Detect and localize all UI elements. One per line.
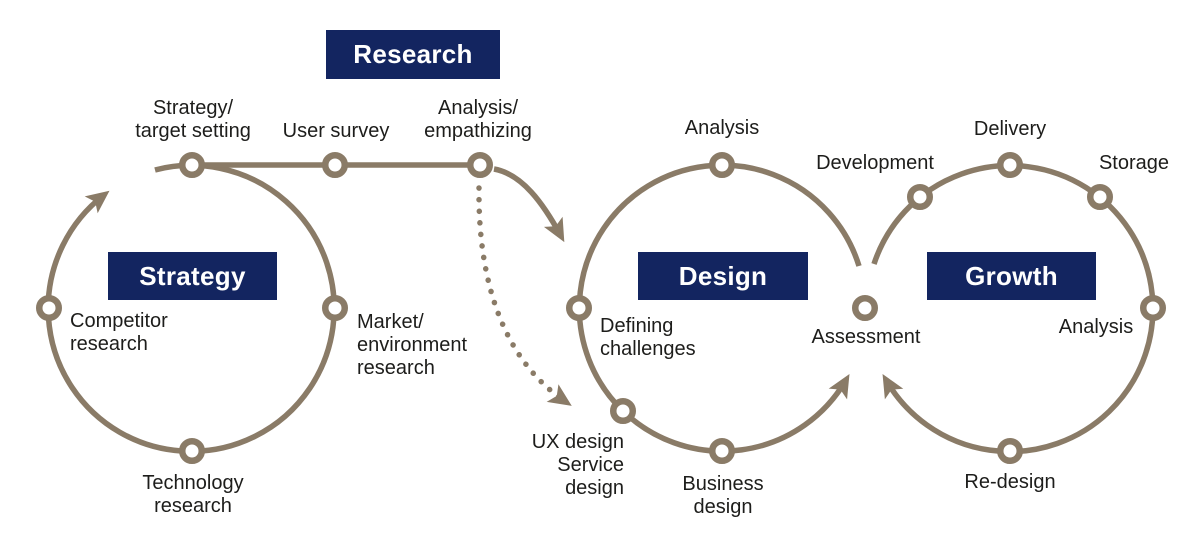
label-design-analysis: Analysis (684, 117, 760, 139)
node-growth-analysis (1140, 295, 1166, 321)
node-design-analysis (709, 152, 735, 178)
strategy-title-box: Strategy (108, 252, 277, 300)
node-technology-research (179, 438, 205, 464)
node-development (907, 184, 933, 210)
label-growth-analysis: Analysis (1058, 316, 1134, 338)
research-to-design-arrow (493, 166, 565, 243)
node-delivery (997, 152, 1023, 178)
label-ux-service-design: UX design Service design (531, 431, 624, 499)
strategy-cycle-arc (45, 162, 337, 455)
label-business-design: Business design (682, 473, 764, 518)
node-strategy-target-setting (179, 152, 205, 178)
node-user-survey (322, 152, 348, 178)
label-technology-research: Technology research (142, 472, 244, 517)
label-market-environment-research: Market/ environment research (357, 311, 468, 379)
node-analysis-empathizing (467, 152, 493, 178)
design-title-box: Design (638, 252, 808, 300)
label-development: Development (816, 152, 934, 174)
node-defining-challenges (566, 295, 592, 321)
empathizing-to-uxdesign-dotted-arrow (476, 185, 572, 406)
node-market-environment-research (322, 295, 348, 321)
label-storage: Storage (1098, 152, 1170, 174)
node-business-design (709, 438, 735, 464)
research-title-box: Research (326, 30, 500, 79)
growth-title-box: Growth (927, 252, 1096, 300)
growth-cycle-arc (871, 162, 1156, 455)
node-storage (1087, 184, 1113, 210)
node-group (36, 152, 1166, 464)
label-assessment: Assessment (811, 326, 921, 348)
node-ux-service-design (610, 398, 636, 424)
label-delivery: Delivery (973, 118, 1047, 140)
node-assessment (852, 295, 878, 321)
label-competitor-research: Competitor research (70, 310, 168, 355)
node-competitor-research (36, 295, 62, 321)
node-redesign (997, 438, 1023, 464)
design-cycle-arc (576, 162, 862, 454)
label-redesign: Re-design (964, 471, 1056, 493)
label-analysis-empathizing: Analysis/ empathizing (424, 97, 532, 142)
label-strategy-target-setting: Strategy/ target setting (135, 97, 251, 142)
label-defining-challenges: Defining challenges (600, 315, 696, 360)
label-user-survey: User survey (282, 120, 390, 142)
